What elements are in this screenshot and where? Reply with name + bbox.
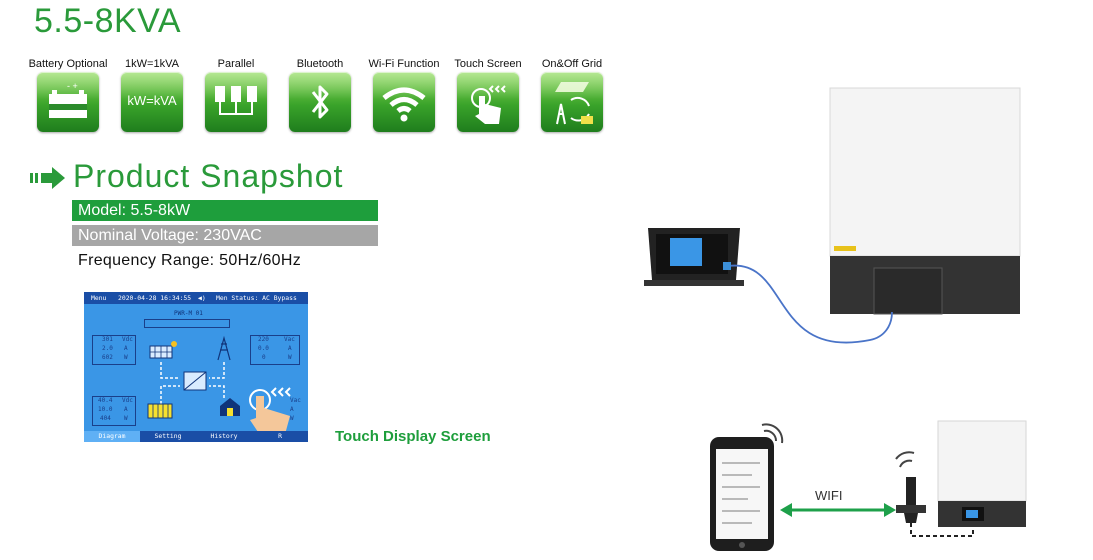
- battery-voltage: 40.4: [98, 397, 113, 404]
- grid-unit: A: [288, 345, 292, 352]
- inverter-unit-image: [829, 87, 1021, 315]
- battery-current: 10.0: [98, 406, 113, 413]
- tab-diagram[interactable]: Diagram: [84, 431, 140, 442]
- grid-unit: W: [288, 354, 292, 361]
- solar-panel-icon: [149, 341, 177, 359]
- lcd-datetime: 2020-04-28 16:34:55: [118, 294, 192, 302]
- svg-text:- +: - +: [67, 81, 78, 91]
- battery-readings: [92, 396, 136, 426]
- feature-kw-kva: 1kW=1kVA kW=kVA: [112, 56, 192, 132]
- lcd-status: Men Status: AC Bypass: [216, 294, 297, 302]
- arrow-right-icon: [884, 503, 896, 517]
- feature-label: On&Off Grid: [541, 58, 603, 70]
- flow-line: [209, 362, 225, 379]
- touch-hand-icon: [249, 387, 291, 438]
- grid-current: 0.0: [258, 345, 269, 352]
- feature-label: Battery Optional: [28, 58, 108, 70]
- grid-voltage: 220: [258, 336, 269, 343]
- kw-kva-text: kW=kVA: [127, 93, 177, 108]
- speaker-icon: ◀): [198, 294, 206, 302]
- remote-panel-image: [644, 228, 744, 286]
- page-title: 5.5-8KVA: [34, 2, 182, 40]
- feature-on-off-grid: On&Off Grid: [532, 56, 612, 132]
- pv-unit: W: [124, 354, 128, 361]
- bluetooth-icon: [289, 72, 351, 132]
- power-tower-icon: [217, 335, 231, 361]
- arrow-right-icon: [30, 167, 65, 189]
- frequency-text: Frequency Range: 50Hz/60Hz: [78, 252, 302, 269]
- battery-power: 404: [100, 415, 111, 422]
- feature-label: Touch Screen: [454, 58, 522, 70]
- pv-unit: Vdc: [122, 336, 133, 343]
- feature-battery: Battery Optional - +: [28, 56, 108, 132]
- tab-setting[interactable]: Setting: [154, 432, 182, 440]
- model-bar: Model: 5.5-8kW: [72, 200, 378, 221]
- feature-label: 1kW=1kVA: [125, 58, 179, 70]
- inverter-small-image: [937, 420, 1027, 527]
- inverter-with-remote-panel: [644, 87, 1021, 344]
- pv-voltage: 301: [102, 336, 113, 343]
- energy-flow-diagram: [147, 335, 291, 438]
- wifi-icon: [373, 72, 435, 132]
- phone-wifi-signal-icon: [761, 423, 784, 444]
- battery-unit: W: [124, 415, 128, 422]
- battery-unit: A: [124, 406, 128, 413]
- inverter-icon: [183, 371, 207, 391]
- cable-line: [727, 264, 893, 344]
- lcd-screen: Menu 2020-04-28 16:34:55 ◀) Men Status: …: [84, 292, 308, 442]
- feature-wifi: Wi-Fi Function: [364, 56, 444, 132]
- touch-screen-icon: [457, 72, 519, 132]
- flow-line: [209, 385, 225, 398]
- feature-icons: Battery Optional - + 1kW=1kVA kW=kVA Par…: [28, 56, 618, 142]
- load-unit: A: [290, 406, 294, 413]
- lcd-mode: PWR-M 01: [174, 310, 203, 317]
- grid-power: 0: [262, 354, 266, 361]
- load-unit: Vac: [290, 397, 301, 404]
- pv-unit: A: [124, 345, 128, 352]
- flow-line: [160, 362, 180, 379]
- pv-readings: [92, 335, 136, 365]
- grid-readings: [250, 335, 300, 365]
- wifi-dongle-image: [895, 451, 926, 523]
- tab-history[interactable]: History: [210, 432, 238, 440]
- smartphone-image: [710, 437, 774, 551]
- grid-unit: Vac: [284, 336, 295, 343]
- battery-unit: Vdc: [122, 397, 133, 404]
- feature-label: Wi-Fi Function: [368, 58, 440, 70]
- feature-bluetooth: Bluetooth: [280, 56, 360, 132]
- on-off-grid-icon: [541, 72, 603, 132]
- battery-icon: - +: [37, 72, 99, 132]
- dongle-cable-line: [910, 523, 974, 537]
- battery-level-icon: [147, 403, 173, 419]
- pv-current: 2.0: [102, 345, 113, 352]
- snapshot-title: Product Snapshot: [73, 158, 344, 194]
- arrow-left-icon: [780, 503, 792, 517]
- flow-line: [160, 385, 180, 404]
- feature-touch-screen: Touch Screen: [448, 56, 528, 132]
- tab-more[interactable]: R: [278, 432, 282, 440]
- wifi-connection-diagram: [710, 420, 1027, 551]
- kw-kva-icon: kW=kVA: [121, 72, 183, 132]
- wifi-label: WIFI: [815, 488, 843, 503]
- lcd-tab-bar: Diagram Setting History R: [84, 431, 308, 442]
- lcd-status-bar: Menu 2020-04-28 16:34:55 ◀) Men Status: …: [84, 292, 308, 304]
- feature-label: Bluetooth: [296, 58, 344, 70]
- load-unit: W: [290, 415, 294, 422]
- voltage-bar: Nominal Voltage: 230VAC: [72, 225, 378, 246]
- lcd-menu: Menu: [91, 294, 107, 302]
- connector-icon: [723, 262, 731, 270]
- feature-parallel: Parallel: [196, 56, 276, 132]
- house-icon: [220, 398, 240, 416]
- lcd-mode-box: [144, 319, 230, 328]
- pv-power: 602: [102, 354, 113, 361]
- feature-label: Parallel: [217, 58, 255, 70]
- touch-display-label: Touch Display Screen: [335, 428, 491, 445]
- parallel-icon: [205, 72, 267, 132]
